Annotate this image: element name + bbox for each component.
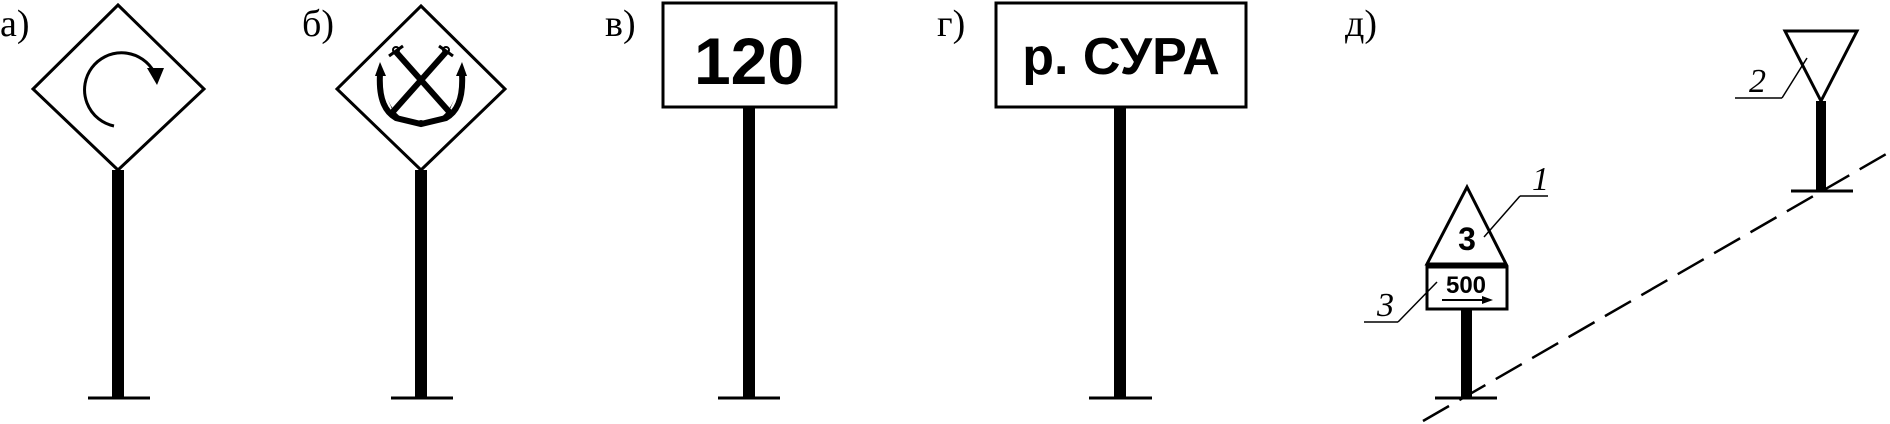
far-sign <box>1782 29 1860 193</box>
inverted-triangle-sign <box>1782 29 1860 105</box>
callout-label-2: 2 <box>1749 63 1766 100</box>
circular-arrow-icon <box>83 51 164 128</box>
triangle-number: 3 <box>1458 221 1476 257</box>
panel-b: б) <box>302 3 508 400</box>
near-sign-post <box>1461 309 1472 398</box>
sign-text-g: р. СУРА <box>1022 28 1220 86</box>
diamond-sign-b <box>334 3 508 173</box>
shoreline-dashed <box>1422 151 1889 423</box>
panel-v: в) 120 <box>605 1 838 400</box>
sign-post-v <box>743 107 755 398</box>
panel-g: г) р. СУРА <box>937 1 1248 400</box>
callout-label-3: 3 <box>1376 287 1394 324</box>
right-arrow-icon <box>1442 296 1493 304</box>
panel-label-b: б) <box>302 3 334 45</box>
panel-d: д) 3 500 1 <box>1345 3 1889 423</box>
panel-a: а) <box>0 2 207 400</box>
crossed-anchors-icon <box>375 44 467 128</box>
sign-post-a <box>112 170 124 398</box>
callout-2: 2 <box>1735 57 1808 100</box>
rect-sign-v <box>661 1 838 109</box>
sign-text-v: 120 <box>694 24 804 98</box>
callout-3: 3 <box>1364 281 1438 324</box>
near-sign: 3 500 <box>1424 183 1509 400</box>
rect-sign-g <box>994 1 1248 109</box>
diamond-sign-a <box>30 2 207 173</box>
callout-1: 1 <box>1483 161 1549 238</box>
far-sign-post <box>1816 101 1826 191</box>
callout-label-1: 1 <box>1532 161 1549 198</box>
panel-label-d: д) <box>1345 3 1377 45</box>
sign-post-b <box>415 170 427 398</box>
panel-label-g: г) <box>937 3 965 45</box>
distance-value: 500 <box>1446 272 1486 299</box>
sign-post-g <box>1114 107 1126 398</box>
panel-label-v: в) <box>605 3 636 45</box>
triangle-sign <box>1424 183 1509 266</box>
panel-label-a: а) <box>0 3 30 45</box>
